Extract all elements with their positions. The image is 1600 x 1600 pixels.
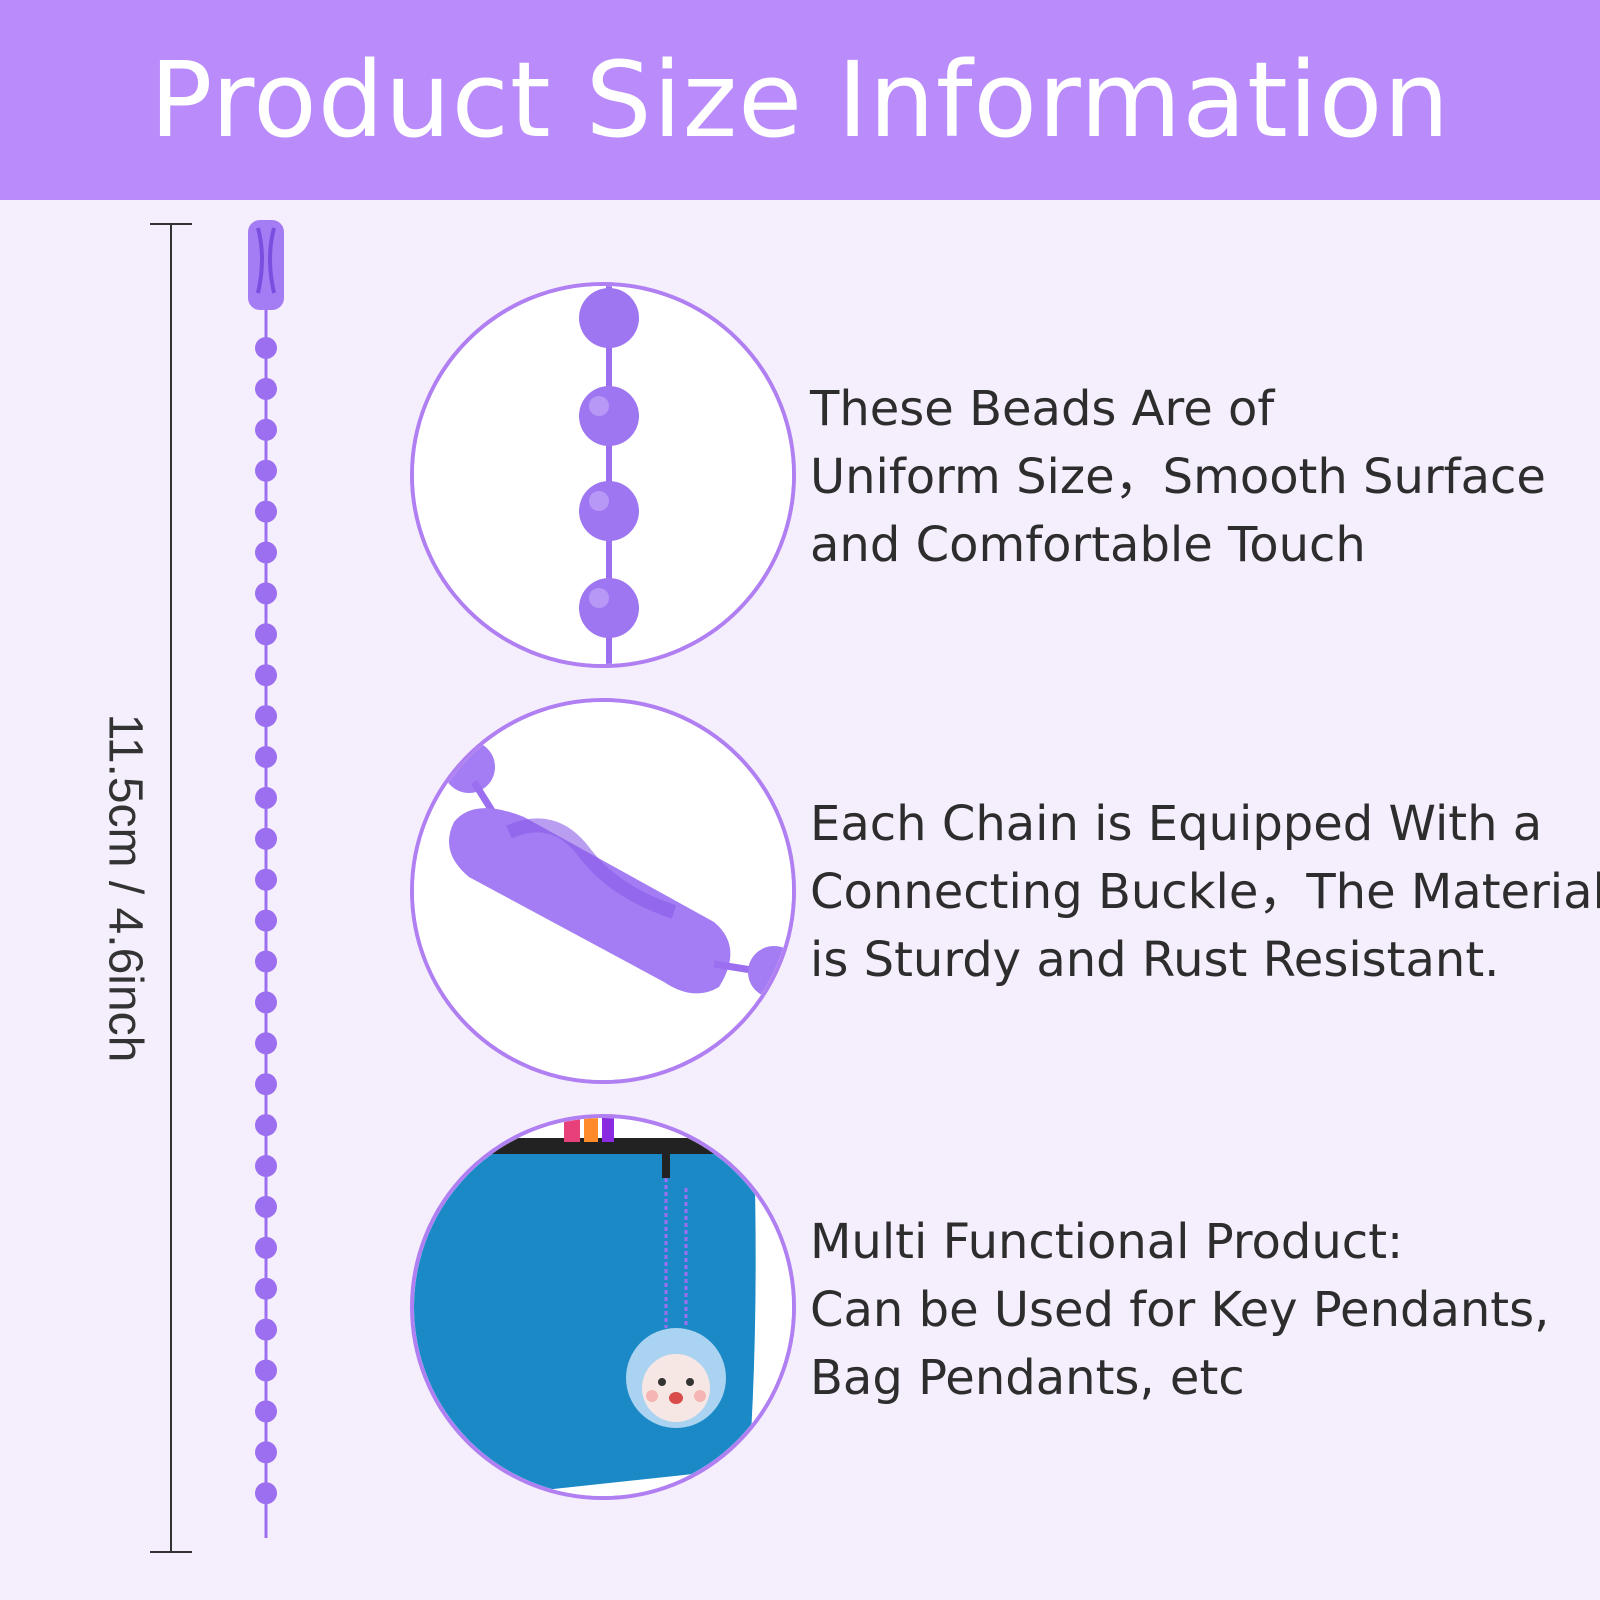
chain-bead (255, 1318, 277, 1341)
chain-bead (255, 746, 277, 768)
feature-text-uniform-beads: These Beads Are of Uniform Size，Smooth S… (810, 375, 1590, 579)
dimension-label: 11.5cm / 4.6inch (98, 713, 152, 1063)
chain-bead (255, 541, 277, 564)
feature-text-line: Uniform Size，Smooth Surface (810, 449, 1546, 505)
chain-bead (255, 337, 277, 359)
chain-bead (255, 1236, 277, 1259)
chain-bead (255, 459, 277, 482)
ball-chain-image (248, 220, 284, 1538)
bead-closeup-circle (410, 282, 796, 668)
bead-closeup-image (414, 286, 792, 664)
bag-usage-circle (410, 1114, 796, 1500)
chain-bead (255, 1032, 277, 1055)
chain-bead (255, 1195, 277, 1218)
chain-bead (255, 623, 277, 646)
chain-bead (255, 991, 277, 1014)
chain-bead (255, 664, 277, 687)
chain-bead (255, 500, 277, 523)
chain-bead (255, 1114, 277, 1137)
feature-text-line: Can be Used for Key Pendants, (810, 1282, 1550, 1338)
chain-bead (255, 1482, 277, 1505)
dimension-line (170, 224, 172, 1552)
chain-bead (255, 786, 277, 809)
feature-text-line: These Beads Are of (810, 381, 1275, 437)
chain-bead (255, 827, 277, 850)
header-banner: Product Size Information (0, 0, 1600, 200)
feature-text-line: Multi Functional Product: (810, 1214, 1404, 1270)
feature-text-line: Connecting Buckle，The Material (810, 864, 1600, 920)
chain-bead (255, 868, 277, 891)
buckle-closeup-image (414, 702, 792, 1080)
chain-bead (255, 950, 277, 973)
chain-bead (255, 1155, 277, 1177)
dimension-tick-bottom (150, 1551, 192, 1553)
bag-usage-image (414, 1118, 792, 1496)
chain-bead (255, 909, 277, 932)
buckle-closeup-circle (410, 698, 796, 1084)
feature-text-multi-functional: Multi Functional Product: Can be Used fo… (810, 1208, 1590, 1412)
feature-text-connecting-buckle: Each Chain is Equipped With a Connecting… (810, 790, 1600, 994)
chain-bead (255, 377, 277, 400)
page-title: Product Size Information (149, 39, 1451, 161)
chain-bead (255, 582, 277, 605)
feature-text-line: Bag Pendants, etc (810, 1350, 1245, 1406)
feature-text-line: is Sturdy and Rust Resistant. (810, 932, 1500, 988)
chain-bead (255, 1441, 277, 1464)
chain-bead (255, 705, 277, 728)
chain-bead (255, 1277, 277, 1300)
chain-bead (255, 1073, 277, 1096)
feature-text-line: and Comfortable Touch (810, 517, 1366, 573)
feature-text-line: Each Chain is Equipped With a (810, 796, 1543, 852)
chain-bead (255, 418, 277, 441)
chain-bead (255, 1359, 277, 1382)
chain-bead (255, 1400, 277, 1423)
